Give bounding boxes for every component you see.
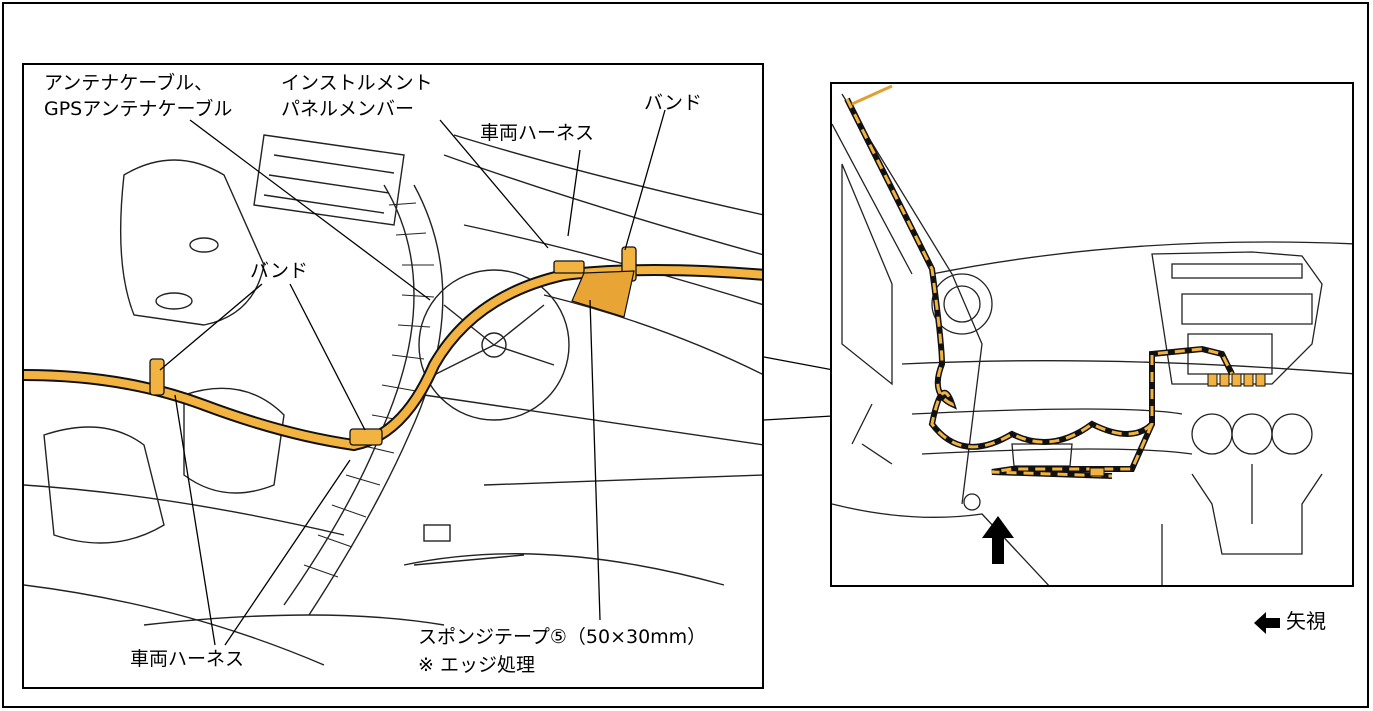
instrument-panel-label: インストルメント (281, 72, 433, 94)
band-top-label: バンド (644, 92, 702, 114)
sponge-tape-label: スポンジテープ⑤（50×30mm） (418, 626, 707, 648)
antenna-cable-label: アンテナケーブル、 (44, 72, 214, 94)
band-middle-label: バンド (250, 260, 308, 282)
view-arrow-legend: 矢視 (1252, 607, 1332, 639)
gps-antenna-cable-label: GPSアンテナケーブル (44, 98, 233, 120)
panel-member-label: パネルメンバー (281, 98, 415, 120)
detail-illustration (24, 134, 762, 666)
overview-illustration-panel (830, 82, 1354, 587)
vehicle-harness-bottom-label: 車両ハーネス (130, 648, 245, 670)
arrow-view-label: 矢視 (1286, 609, 1326, 633)
vehicle-harness-top-label: 車両ハーネス (480, 122, 595, 144)
overview-illustration (832, 84, 1352, 585)
left-arrow-icon (1254, 612, 1280, 634)
detail-illustration-panel: アンテナケーブル、 GPSアンテナケーブル インストルメント パネルメンバー 車… (22, 63, 764, 689)
edge-treatment-label: ※ エッジ処理 (418, 654, 535, 676)
